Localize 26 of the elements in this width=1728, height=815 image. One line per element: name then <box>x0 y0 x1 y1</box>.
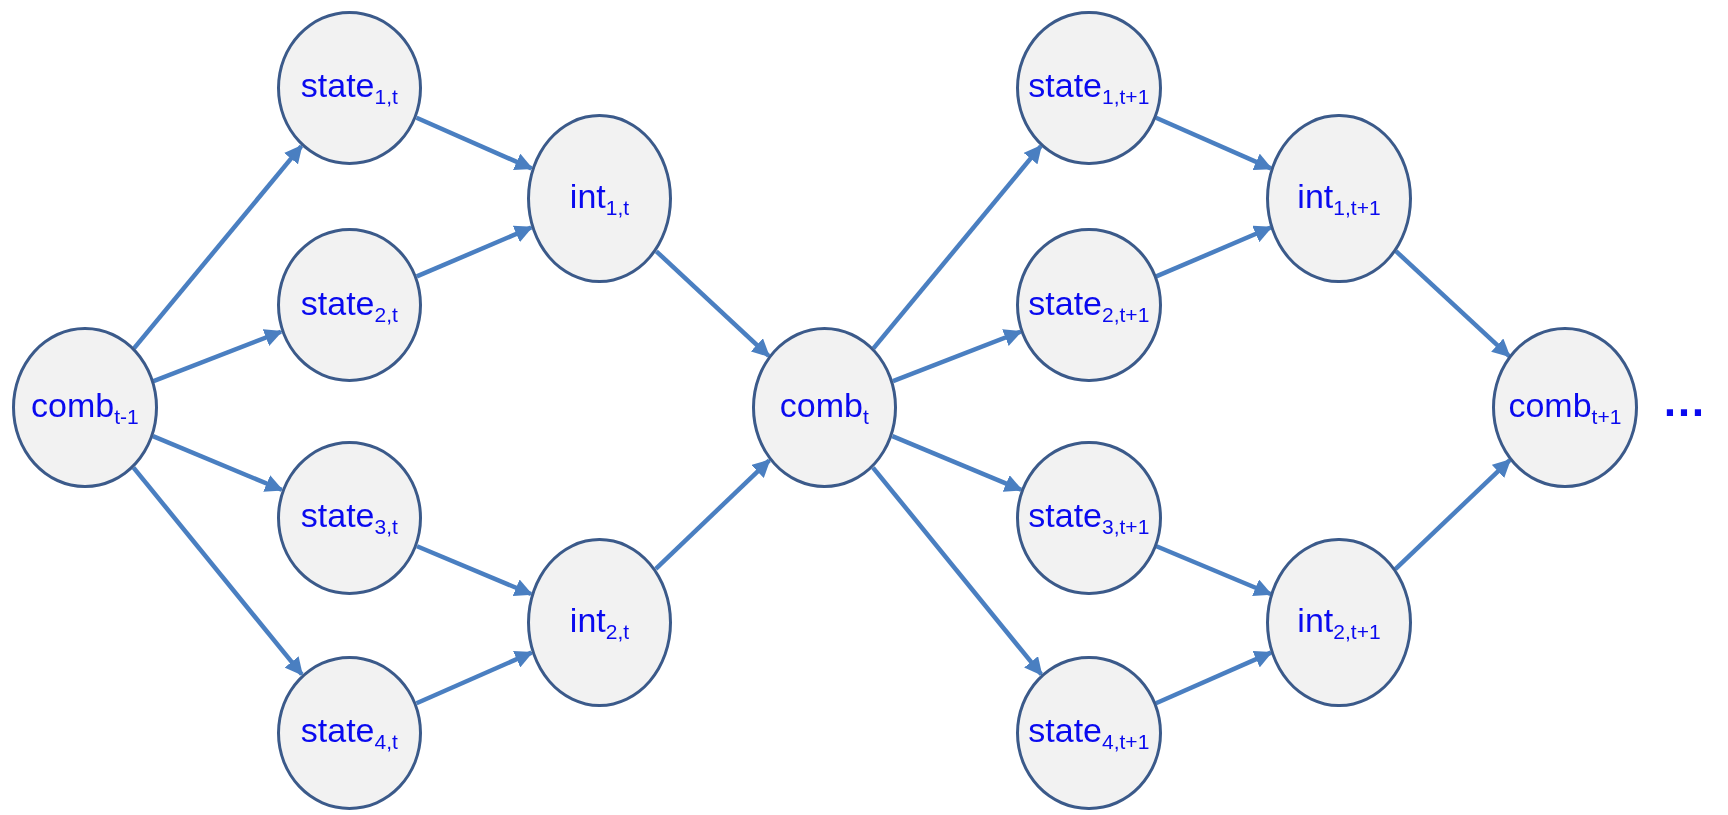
arrow <box>1393 458 1512 571</box>
arrow <box>654 458 771 571</box>
node-label: state$_{4,t+1}$ <box>1028 713 1150 753</box>
node-label: comb$_{t}$ <box>779 388 869 428</box>
node-label: state$_{4,t}$ <box>300 713 398 753</box>
node-label: state$_{2,t+1}$ <box>1028 285 1150 325</box>
arrow <box>152 434 284 492</box>
node-label: state$_{1,t}$ <box>300 68 398 108</box>
node-label: state$_{1,t+1}$ <box>1028 68 1150 108</box>
node-label: state$_{3,t}$ <box>300 498 398 538</box>
arrow <box>1394 249 1511 358</box>
arrow <box>132 144 304 350</box>
arrow <box>152 329 283 384</box>
node-label: int$_{1,t+1}$ <box>1297 178 1381 218</box>
arrow <box>871 466 1044 676</box>
node-label: int$_{2,t}$ <box>569 602 630 643</box>
arrow <box>891 434 1023 492</box>
arrow <box>871 144 1043 350</box>
arrow <box>131 466 304 676</box>
node-label: int$_{1,t}$ <box>569 178 630 218</box>
node-label: state$_{3,t+1}$ <box>1028 498 1150 538</box>
node-label: int$_{2,t+1}$ <box>1297 602 1381 643</box>
ellipsis-label: … <box>1661 379 1706 424</box>
node-label: comb$_{t-1}$ <box>31 388 139 428</box>
node-label: comb$_{t+1}$ <box>1508 388 1622 428</box>
node-label: state$_{2,t}$ <box>300 285 398 325</box>
